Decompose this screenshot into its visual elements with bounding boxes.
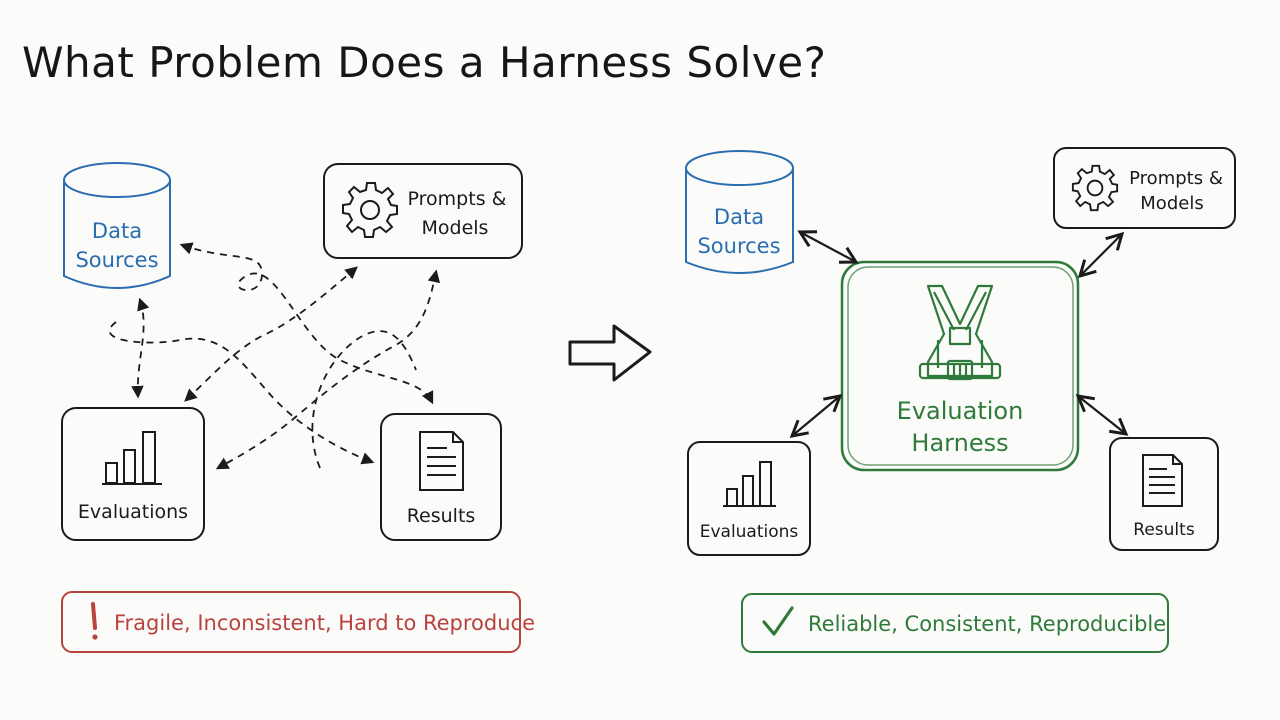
- left-results-node: Results: [380, 413, 502, 541]
- left-data-sources-label-1: Data: [92, 219, 142, 243]
- right-status-box: Reliable, Consistent, Reproducible: [741, 593, 1169, 653]
- left-prompts-models-label-1: Prompts &: [408, 188, 507, 210]
- page-title: What Problem Does a Harness Solve?: [22, 38, 827, 87]
- left-data-sources-node: Data Sources: [63, 162, 171, 289]
- harness-label-1: Evaluation: [897, 397, 1024, 425]
- document-icon: [419, 431, 464, 491]
- right-data-sources-label-2: Sources: [697, 234, 780, 258]
- gear-icon: [1071, 164, 1119, 212]
- evaluation-harness-node: Evaluation Harness: [840, 260, 1080, 472]
- checkmark-icon: [762, 606, 794, 636]
- right-results-node: Results: [1109, 437, 1219, 551]
- bar-chart-icon: [723, 461, 776, 507]
- left-status-box: Fragile, Inconsistent, Hard to Reproduce: [61, 591, 535, 653]
- right-prompts-models-label-2: Models: [1140, 193, 1203, 214]
- right-evaluations-node: Evaluations: [687, 441, 811, 556]
- right-status-text: Reliable, Consistent, Reproducible: [808, 612, 1166, 636]
- right-arrow-icon: [568, 324, 652, 382]
- cylinder-icon: [685, 150, 794, 274]
- right-prompts-models-node: Prompts & Models: [1053, 147, 1236, 229]
- document-icon: [1142, 454, 1183, 507]
- left-panel: Data Sources Prompts & Models Evaluation…: [61, 162, 535, 653]
- exclamation-icon: [91, 602, 98, 640]
- left-status-text: Fragile, Inconsistent, Hard to Reproduce: [114, 611, 535, 635]
- tangled-connections: [108, 242, 441, 470]
- left-prompts-models-label-2: Models: [422, 217, 489, 239]
- gear-icon: [342, 182, 398, 238]
- right-data-sources-node: Data Sources: [685, 150, 794, 274]
- harness-icon: [918, 284, 1002, 381]
- cylinder-icon: [63, 162, 171, 289]
- left-prompts-models-node: Prompts & Models: [323, 163, 523, 259]
- bar-chart-icon: [102, 431, 162, 485]
- right-data-sources-label-1: Data: [714, 205, 764, 229]
- harness-connections: [789, 230, 1129, 438]
- right-results-label: Results: [1133, 520, 1195, 540]
- right-panel: Data Sources Prompts & Models: [685, 147, 1236, 653]
- left-data-sources-label-2: Sources: [75, 248, 158, 272]
- left-results-label: Results: [407, 505, 476, 527]
- harness-label-2: Harness: [911, 429, 1008, 457]
- left-evaluations-node: Evaluations: [61, 407, 205, 541]
- right-prompts-models-label-1: Prompts &: [1129, 168, 1223, 189]
- right-evaluations-label: Evaluations: [700, 522, 799, 542]
- left-evaluations-label: Evaluations: [78, 501, 188, 523]
